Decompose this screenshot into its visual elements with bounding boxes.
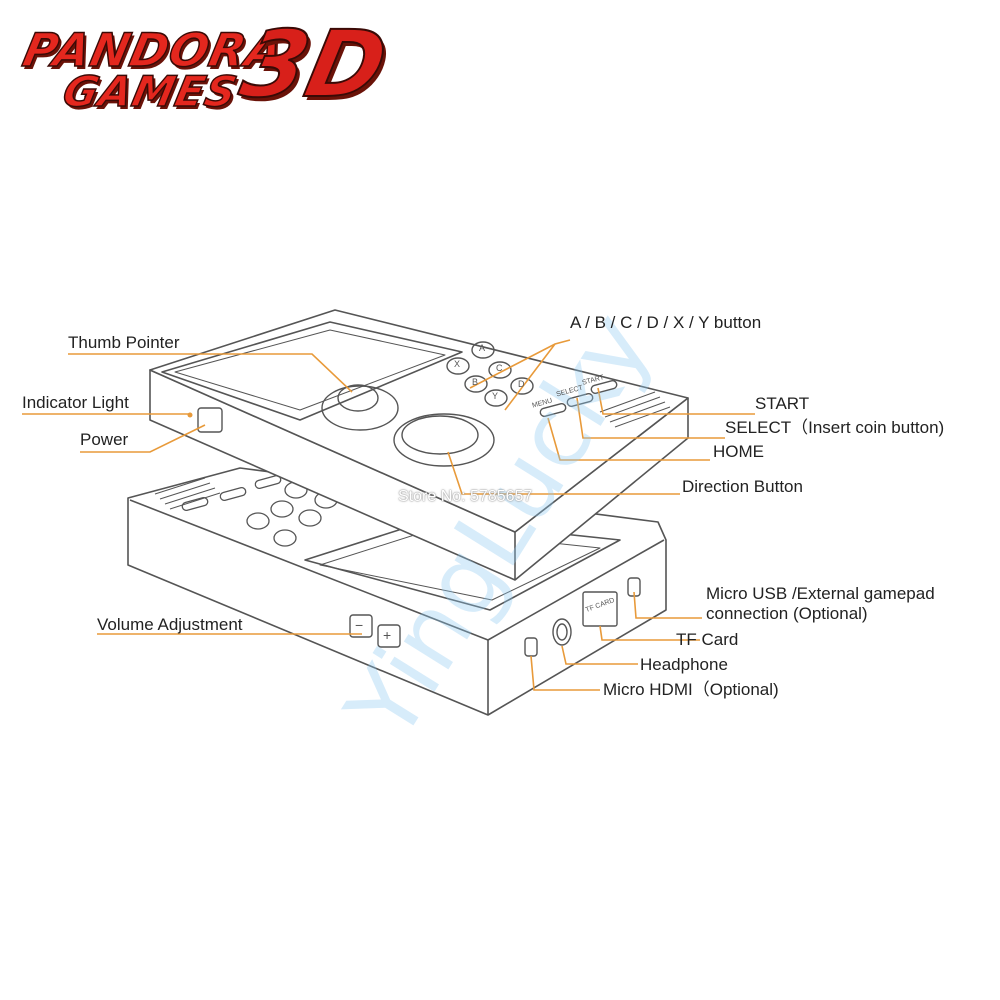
home-label: HOME <box>713 442 764 461</box>
micro-usb-label-line1: Micro USB /External gamepad <box>706 584 935 603</box>
volume-minus-glyph: − <box>355 617 364 633</box>
button-b-text: B <box>472 377 479 387</box>
micro-usb-label-line2: connection (Optional) <box>706 604 868 623</box>
volume-adjustment-label: Volume Adjustment <box>97 615 243 634</box>
micro-hdmi-label: Micro HDMI（Optional) <box>603 680 779 699</box>
direction-button-label: Direction Button <box>682 477 803 496</box>
leader-lines <box>22 339 755 691</box>
thumb-pointer-label: Thumb Pointer <box>68 333 180 352</box>
button-x-text: X <box>454 359 461 369</box>
store-watermark: Store No: 5785657 <box>398 488 533 505</box>
select-label: SELECT（Insert coin button) <box>725 418 945 437</box>
volume-plus-glyph: + <box>383 627 392 643</box>
button-d-text: D <box>518 379 525 389</box>
button-c-text: C <box>496 363 503 373</box>
tf-card-label: TF Card <box>676 630 739 649</box>
indicator-light-label: Indicator Light <box>22 393 129 412</box>
console-front-body <box>149 309 689 581</box>
button-a-text: A <box>479 343 486 353</box>
front-controls <box>187 341 671 467</box>
power-label: Power <box>80 430 129 449</box>
button-y-text: Y <box>492 391 499 401</box>
headphone-label: Headphone <box>640 655 728 674</box>
abcdxy-button-label: A / B / C / D / X / Y button <box>570 313 762 332</box>
start-label: START <box>755 394 810 413</box>
